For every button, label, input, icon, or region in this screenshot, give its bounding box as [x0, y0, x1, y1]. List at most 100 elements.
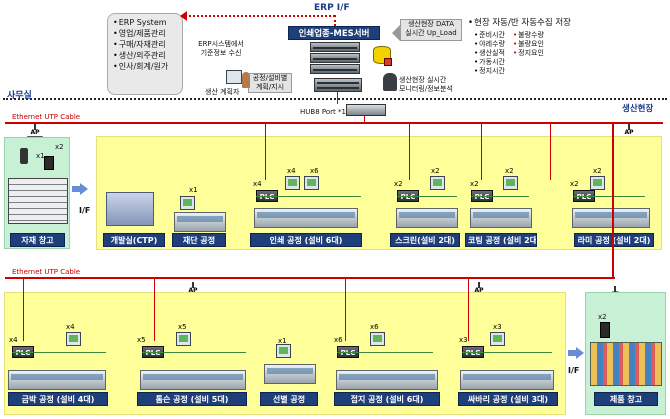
collection-item-defect-qty: 불량수량 — [513, 31, 544, 40]
screen-bus — [397, 196, 457, 197]
coating-count-plc: x2 — [470, 180, 479, 188]
planner-label: 생산 계획자 — [205, 88, 240, 96]
collection-item-defect-cause: 불량요인 — [513, 40, 544, 49]
row2-feed-a — [23, 277, 24, 341]
collection-item-stoptime: 정지시간 — [474, 67, 505, 76]
thomson-count-plc: x5 — [137, 336, 146, 344]
collection-title: 현장 자동/반 자동수집 저장 — [468, 16, 571, 28]
row2-feed-b — [154, 277, 155, 341]
sabari-bus — [462, 352, 552, 353]
ethernet-cable-bottom — [5, 277, 615, 279]
planner-note-line-2: 계획/지시 — [255, 83, 285, 91]
row1-feed-line-d — [550, 122, 551, 180]
station-foil-label: 금박 공정 (설비 4대) — [8, 392, 108, 406]
screen-count-panel: x2 — [431, 167, 440, 175]
screen-machine-icon — [396, 208, 458, 228]
upload-line-2: 실시간 Up_Load — [405, 29, 457, 37]
erp-receive-note-text: ERP시스템에서 기준정보 수신 — [198, 40, 244, 57]
collection-item-stop-cause: 정지요인 — [513, 49, 544, 58]
product-handheld-icon — [600, 322, 610, 338]
print-count-panel: x4 — [287, 167, 296, 175]
erp-item-purchase: 구매/자재관리 — [113, 39, 177, 50]
cable-top-label: Ethernet UTP Cable — [12, 113, 81, 121]
monitoring-note: 생산현장 실시간 모니터링/정보분석 — [399, 76, 453, 94]
warehouse-scanner-icon — [20, 148, 28, 164]
ethernet-cable-top — [5, 122, 663, 124]
station-folding-label: 접지 공정 (설비 6대) — [334, 392, 440, 406]
cutting-count: x1 — [189, 186, 198, 194]
folding-bus — [337, 352, 433, 353]
planner-person-icon — [242, 72, 250, 88]
if-label-row1: I/F — [79, 206, 91, 215]
row2-riser — [612, 122, 614, 278]
folding-count-panel: x6 — [370, 323, 379, 331]
erp-if-dotted-drop — [334, 15, 336, 26]
station-sabari-label: 싸바리 공정 (설비 3대) — [458, 392, 558, 406]
upload-data-box: 생산현장 DATA 실시간 Up_Load — [400, 19, 462, 41]
if-arrow-row2-head — [576, 347, 584, 359]
row2-feed-c — [345, 277, 346, 341]
row1-feed-line-b — [409, 122, 410, 180]
erp-item-sales: 영업/제품관리 — [113, 28, 177, 39]
collection-title-text: 현장 자동/반 자동수집 저장 — [474, 18, 572, 28]
hub-label: HUB8 Port *1 — [300, 108, 346, 116]
mes-server-unit-3 — [310, 64, 360, 74]
cutting-panel-icon — [180, 196, 195, 210]
collection-item-spoil: 야레수량 — [474, 40, 505, 49]
collection-item-prep: 준비시간 — [474, 31, 505, 40]
folding-panel — [370, 332, 385, 346]
erp-item-production: 생산/외주관리 — [113, 50, 177, 61]
cutting-machine-icon — [174, 212, 226, 232]
planner-note-line-1: 공정/설비별 — [252, 74, 288, 82]
collection-col1: 준비시간 야레수량 생산실적 가동시간 정지시간 — [474, 31, 505, 76]
erp-if-label: ERP I/F — [314, 3, 350, 13]
monitoring-person-icon — [383, 73, 397, 91]
print-machine-icon — [254, 208, 358, 228]
database-lock-icon — [384, 58, 392, 66]
factory-zone-label: 생산현장 — [622, 104, 654, 114]
station-sorting-label: 선별 공정 — [260, 392, 318, 406]
lami-count-panel: x2 — [593, 167, 602, 175]
sabari-count-plc: x3 — [459, 336, 468, 344]
print-count-plc: x4 — [253, 180, 262, 188]
row2-feed-d — [468, 277, 469, 341]
sorting-machine-icon — [264, 364, 316, 384]
warehouse-rack-icon — [8, 178, 68, 224]
coating-machine-icon — [470, 208, 532, 228]
erp-if-dotted-line — [185, 15, 335, 17]
collection-item-uptime: 가동시간 — [474, 58, 505, 67]
erp-arrow-head — [180, 11, 187, 21]
thomson-panel — [176, 332, 191, 346]
hub-drop-line-1 — [364, 116, 365, 122]
mes-server-rack — [314, 78, 362, 92]
if-label-row2: I/F — [568, 366, 580, 375]
if-arrow-row1-stem — [72, 186, 80, 192]
print-count-x6: x6 — [310, 167, 319, 175]
station-ctp-label: 개발실(CTP) — [103, 233, 165, 247]
office-zone-label: 사무실 — [7, 91, 32, 101]
foil-count-panel: x4 — [66, 323, 75, 331]
monitoring-line-1: 생산현장 실시간 — [399, 76, 447, 84]
coating-count-panel: x2 — [505, 167, 514, 175]
foil-panel — [66, 332, 81, 346]
thomson-count-panel: x5 — [178, 323, 187, 331]
ctp-workers-icon — [106, 192, 154, 226]
if-arrow-row1-head — [80, 183, 88, 195]
collection-col2: 불량수량 불량요인 정지요인 — [513, 31, 544, 58]
lami-machine-icon — [572, 208, 650, 228]
erp-item-system: ERP System — [113, 17, 177, 28]
server-to-hub-cable — [337, 92, 338, 104]
erp-item-hr: 인사/회계/원가 — [113, 61, 177, 72]
foil-bus — [12, 352, 106, 353]
foil-count-plc: x4 — [9, 336, 18, 344]
sorting-panel — [276, 344, 291, 358]
cable-bottom-label: Ethernet UTP Cable — [12, 268, 81, 276]
lami-bus — [573, 196, 645, 197]
mes-server-unit-1 — [310, 42, 360, 52]
if-arrow-row2-stem — [568, 350, 576, 356]
zone-divider-line — [3, 98, 667, 100]
collection-item-output: 생산실적 — [474, 49, 505, 58]
thomson-bus — [142, 352, 246, 353]
station-thomson-label: 톰슨 공정 (설비 5대) — [137, 392, 247, 406]
screen-panel — [430, 176, 445, 190]
